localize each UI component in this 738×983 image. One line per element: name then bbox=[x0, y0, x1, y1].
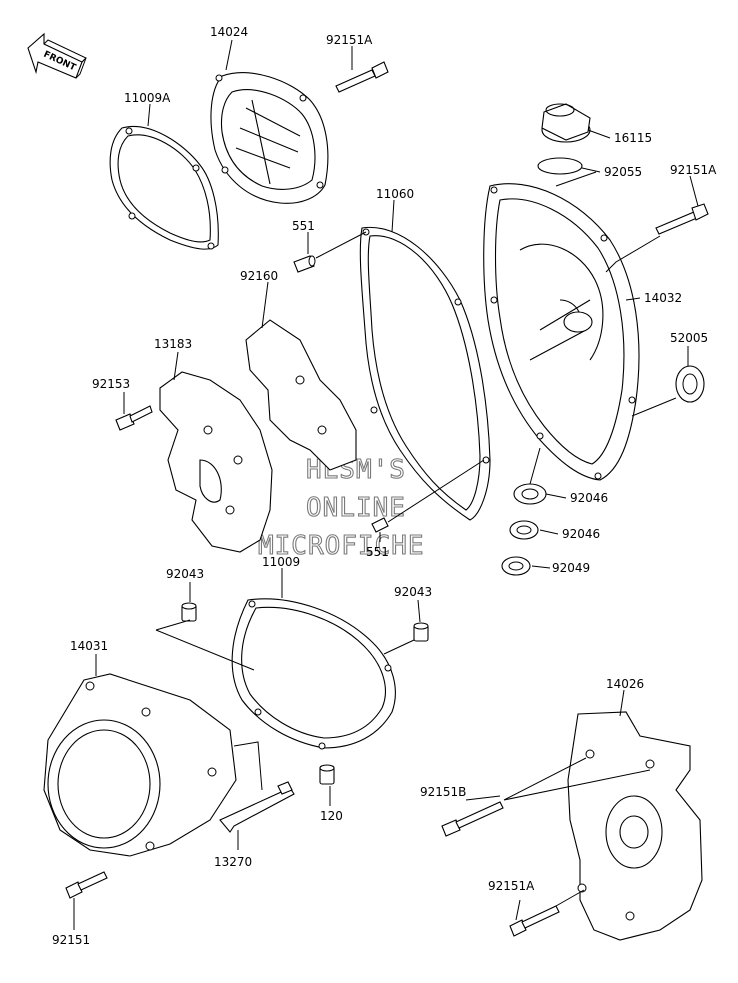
label-92153: 92153 bbox=[92, 377, 130, 391]
part-14031-generator-cover bbox=[43, 673, 237, 857]
label-16115: 16115 bbox=[614, 131, 652, 145]
label-14032: 14032 bbox=[644, 291, 682, 305]
part-13183-plate bbox=[159, 371, 273, 553]
label-92160: 92160 bbox=[240, 269, 278, 283]
label-92055: 92055 bbox=[604, 165, 642, 179]
part-92151a-bolt-bottom bbox=[509, 905, 560, 937]
watermark-line-2: ONLINE bbox=[306, 493, 406, 523]
part-92151b-bolt bbox=[441, 801, 504, 837]
label-11009a: 11009A bbox=[124, 91, 171, 105]
label-92049: 92049 bbox=[552, 561, 590, 575]
part-16115-oil-cap bbox=[541, 103, 591, 143]
label-14031: 14031 bbox=[70, 639, 108, 653]
part-92043-dowel-right bbox=[413, 622, 429, 642]
part-92046-bearing-a bbox=[513, 483, 547, 505]
part-labels: 14024 92151A 11009A 16115 92055 92151A 1… bbox=[52, 25, 717, 947]
part-551-dowel-top bbox=[293, 255, 316, 273]
part-92046-bearing-b bbox=[509, 520, 539, 540]
label-14024: 14024 bbox=[210, 25, 248, 39]
part-120-bolt bbox=[319, 764, 335, 785]
label-13183: 13183 bbox=[154, 337, 192, 351]
label-92151a-bottom: 92151A bbox=[488, 879, 535, 893]
label-11009: 11009 bbox=[262, 555, 300, 569]
part-92151-bolt bbox=[65, 871, 108, 899]
part-11009-gasket bbox=[231, 598, 396, 750]
part-92055-o-ring bbox=[537, 157, 583, 175]
label-92151a-top: 92151A bbox=[326, 33, 373, 47]
watermark-line-3: MICROFICHE bbox=[258, 531, 425, 561]
part-52005-seal bbox=[675, 365, 705, 403]
part-92153-bolt bbox=[115, 405, 153, 431]
part-11060-gasket bbox=[359, 226, 491, 521]
part-14032-clutch-cover bbox=[483, 183, 640, 481]
part-551-dowel-bottom bbox=[371, 517, 389, 533]
label-14026: 14026 bbox=[606, 677, 644, 691]
label-120: 120 bbox=[320, 809, 343, 823]
part-92151a-bolt-top bbox=[335, 61, 389, 93]
part-14026-sprocket-cover bbox=[567, 711, 703, 941]
leader-lines bbox=[73, 39, 699, 930]
label-11060: 11060 bbox=[376, 187, 414, 201]
label-551-bottom: 551 bbox=[366, 545, 389, 559]
label-92043-left: 92043 bbox=[166, 567, 204, 581]
label-92151b: 92151B bbox=[420, 785, 466, 799]
label-52005: 52005 bbox=[670, 331, 708, 345]
label-92046-b: 92046 bbox=[562, 527, 600, 541]
label-92043-right: 92043 bbox=[394, 585, 432, 599]
label-551-top: 551 bbox=[292, 219, 315, 233]
label-92151a-right: 92151A bbox=[670, 163, 717, 177]
watermark: HLSM'S ONLINE MICROFICHE bbox=[257, 454, 425, 561]
part-92160-plate bbox=[245, 319, 357, 471]
label-92046-a: 92046 bbox=[570, 491, 608, 505]
part-14024-cover bbox=[210, 72, 329, 204]
part-92151a-bolt-right bbox=[655, 203, 709, 235]
front-arrow-icon: FRONT bbox=[27, 32, 87, 79]
part-92049-seal bbox=[501, 556, 531, 576]
part-92043-dowel-left bbox=[181, 602, 197, 622]
label-13270: 13270 bbox=[214, 855, 252, 869]
part-13270-plate bbox=[219, 781, 295, 833]
label-92151: 92151 bbox=[52, 933, 90, 947]
part-11009a-gasket bbox=[109, 126, 219, 250]
